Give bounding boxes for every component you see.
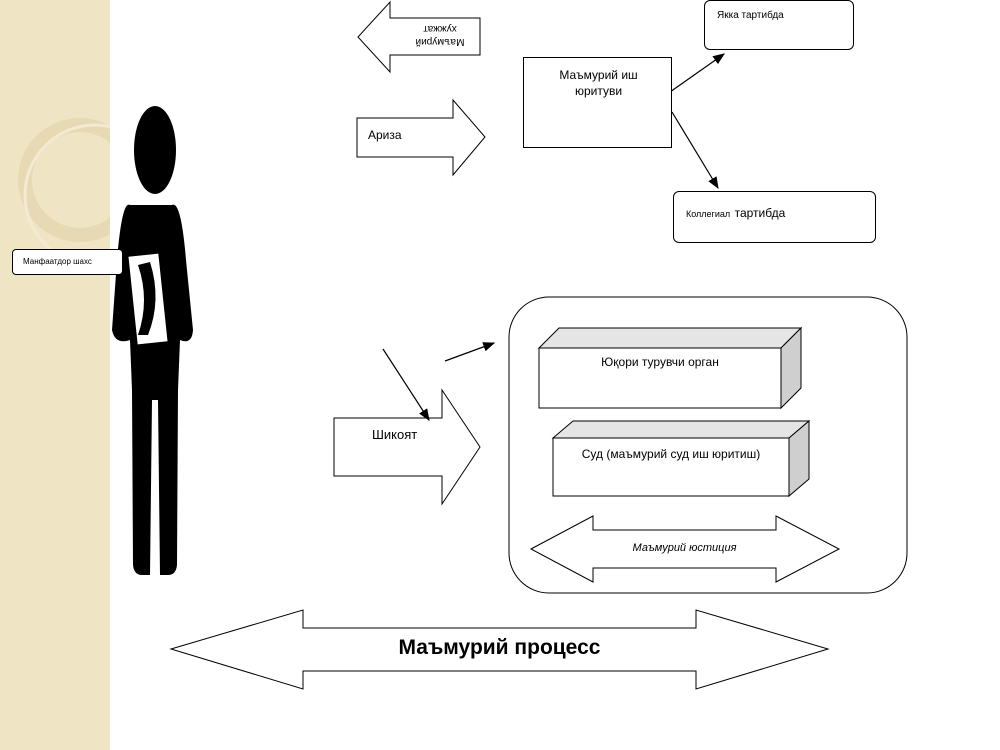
process-double-arrow-shape — [169, 609, 830, 690]
higher-body-block — [537, 326, 803, 410]
document-arrow-shape — [357, 0, 481, 74]
document-label: Маъмурий хужжат — [415, 23, 465, 47]
complaint-arrow-shape — [333, 388, 481, 506]
collegial-suffix: тартибда — [734, 206, 786, 220]
proceedings-line2: юритуви — [574, 84, 623, 98]
person-figure — [112, 106, 193, 575]
arrow-to-collegial — [671, 111, 719, 190]
collegial-box: Коллегиал тартибда — [673, 191, 876, 243]
application-arrow-shape — [356, 98, 486, 177]
arrow-into-complaint — [382, 348, 430, 422]
justice-double-arrow-shape — [529, 515, 841, 583]
application-label: Ариза — [368, 128, 402, 142]
complaint-label: Шикоят — [372, 427, 418, 442]
court-block — [551, 419, 811, 498]
single-order-box: Якка тартибда — [704, 0, 854, 50]
proceedings-label: Маъмурий иш юритуви — [524, 67, 673, 99]
sidebar-panel — [0, 0, 110, 750]
court-label: Суд (маъмурий суд иш юритиш) — [581, 447, 761, 461]
arrow-to-single-order — [669, 53, 725, 93]
proceedings-box: Маъмурий иш юритуви — [523, 57, 672, 148]
justice-label: Маъмурий юстиция — [632, 542, 737, 554]
collegial-label: Коллегиал тартибда — [686, 204, 785, 222]
higher-body-label: Юқори турувчи орган — [601, 355, 719, 369]
single-order-label: Якка тартибда — [717, 10, 784, 21]
interested-party-box: Манфаатдор шахс — [12, 249, 123, 275]
arrow-to-justice-group — [444, 342, 496, 362]
proceedings-line1: Маъмурий иш — [559, 68, 638, 82]
interested-party-label: Манфаатдор шахс — [23, 257, 92, 266]
collegial-prefix: Коллегиал — [686, 209, 731, 219]
process-label: Маъмурий процесс — [398, 636, 601, 659]
